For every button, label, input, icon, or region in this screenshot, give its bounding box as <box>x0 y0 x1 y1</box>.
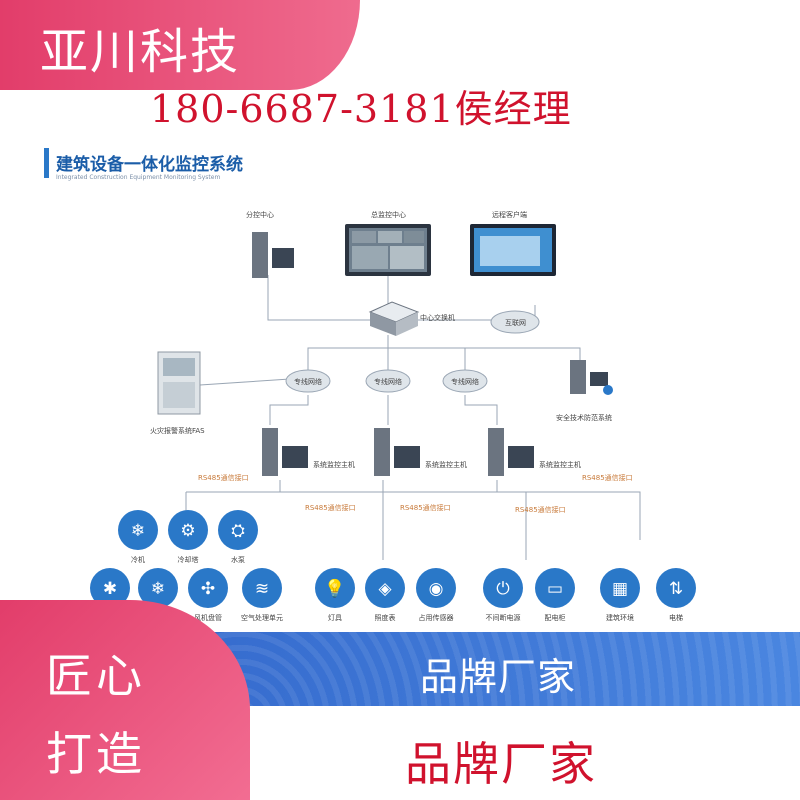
rs485-label-2: RS485通信接口 <box>305 503 356 512</box>
device-label: 灯具 <box>328 613 342 622</box>
device-7: 💡 灯具 <box>315 568 355 622</box>
internet-cloud: 互联网 <box>490 310 540 334</box>
monitor-icon <box>272 248 294 268</box>
svg-text:专线网络: 专线网络 <box>374 377 402 386</box>
dedicated-network-cloud-2: 专线网络 <box>365 369 411 393</box>
diagram-subtitle: Integrated Construction Equipment Monito… <box>56 174 221 181</box>
tower-icon <box>252 232 268 278</box>
security-node: 安全技术防范系统 <box>556 360 613 422</box>
device-icon <box>168 510 208 550</box>
device-label: 占用传感器 <box>419 613 454 622</box>
craft-badge <box>0 600 250 800</box>
device-icon <box>90 568 130 608</box>
main-center-node: 总监控中心 <box>345 210 431 276</box>
device-glyph: ✱ <box>103 579 117 599</box>
device-label: 配电柜 <box>545 613 566 622</box>
device-icon <box>188 568 228 608</box>
device-label: 电梯 <box>669 613 683 622</box>
device-8: ◈ 照度表 <box>365 568 405 622</box>
device-glyph: ❄ <box>151 579 165 599</box>
device-label: 建筑环境 <box>606 613 634 622</box>
badge-line-1: 匠心 <box>46 649 146 703</box>
contact-phone[interactable]: 180-6687-3181侯经理 <box>150 87 572 131</box>
device-icon <box>535 568 575 608</box>
brand-lower: 品牌厂家 <box>405 737 597 791</box>
device-1: ⚙ 冷却塔 <box>168 510 208 564</box>
diagram-title: 建筑设备一体化监控系统 <box>56 155 243 175</box>
rs485-label-1: RS485通信接口 <box>198 473 249 482</box>
device-glyph: ▦ <box>612 579 628 599</box>
device-0: ❄ 冷机 <box>118 510 158 564</box>
device-glyph: 💡 <box>324 578 345 599</box>
device-11: ▭ 配电柜 <box>535 568 575 622</box>
svg-text:系统监控主机: 系统监控主机 <box>313 460 355 469</box>
device-label: 空气处理单元 <box>241 613 283 622</box>
rs485-label-3: RS485通信接口 <box>400 503 451 512</box>
device-icon <box>118 510 158 550</box>
device-glyph: ⇅ <box>669 579 683 599</box>
security-label: 安全技术防范系统 <box>556 413 612 422</box>
device-2: ⛭ 水泵 <box>218 510 258 564</box>
svg-text:专线网络: 专线网络 <box>294 377 322 386</box>
device-icon-grid: ❄冷机⚙冷却塔⛭水泵✱风机❄冷冻✣风机盘管≋空气处理单元💡灯具◈照度表◉占用传感… <box>90 510 696 622</box>
fire-alarm-label: 火灾报警系统FAS <box>150 426 205 435</box>
svg-text:系统监控主机: 系统监控主机 <box>539 460 581 469</box>
device-13: ⇅ 电梯 <box>656 568 696 622</box>
device-label: 风机盘管 <box>194 613 222 622</box>
device-icon <box>416 568 456 608</box>
main-center-label: 总监控中心 <box>371 210 406 219</box>
device-icon <box>483 568 523 608</box>
device-label: 冷机 <box>131 555 145 564</box>
device-icon <box>315 568 355 608</box>
branch-center-node: 分控中心 <box>246 210 294 278</box>
device-icon <box>365 568 405 608</box>
device-icon <box>138 568 178 608</box>
device-icon <box>218 510 258 550</box>
device-label: 不间断电源 <box>486 613 521 622</box>
device-glyph: ⛭ <box>231 521 245 541</box>
device-glyph: ≋ <box>255 579 269 599</box>
internet-label: 互联网 <box>505 318 526 327</box>
device-icon <box>600 568 640 608</box>
badge-line-2: 打造 <box>46 727 146 781</box>
device-glyph: ▭ <box>547 579 563 599</box>
device-icon <box>242 568 282 608</box>
rs485-label-5: RS485通信接口 <box>582 473 633 482</box>
device-label: 水泵 <box>231 555 245 564</box>
svg-text:专线网络: 专线网络 <box>451 377 479 386</box>
device-glyph: ❄ <box>131 521 145 541</box>
device-6: ≋ 空气处理单元 <box>241 568 283 622</box>
system-host-2: 系统监控主机 <box>374 428 467 476</box>
company-banner <box>0 0 360 90</box>
system-host-3: 系统监控主机 <box>488 428 581 476</box>
title-accent-bar <box>44 148 49 178</box>
device-12: ▦ 建筑环境 <box>600 568 640 622</box>
device-label: 照度表 <box>375 613 396 622</box>
core-switch-label: 中心交换机 <box>420 313 455 322</box>
device-5: ✣ 风机盘管 <box>188 568 228 622</box>
svg-text:系统监控主机: 系统监控主机 <box>425 460 467 469</box>
rs485-label-4: RS485通信接口 <box>515 505 566 514</box>
branch-center-label: 分控中心 <box>246 210 274 219</box>
remote-client-label: 远程客户端 <box>492 210 527 219</box>
company-name: 亚川科技 <box>40 24 241 80</box>
system-host-1: 系统监控主机 <box>262 428 355 476</box>
device-glyph: ✣ <box>201 579 215 599</box>
core-switch-node: 中心交换机 <box>368 301 455 336</box>
device-10: ⏻ 不间断电源 <box>483 568 523 622</box>
remote-client-node: 远程客户端 <box>470 210 556 276</box>
device-icon <box>656 568 696 608</box>
brand-upper: 品牌厂家 <box>420 655 577 699</box>
dedicated-network-cloud-1: 专线网络 <box>285 369 331 393</box>
device-9: ◉ 占用传感器 <box>416 568 456 622</box>
device-glyph: ◈ <box>378 579 392 599</box>
fire-alarm-node: 火灾报警系统FAS <box>150 351 205 435</box>
device-glyph: ◉ <box>429 579 444 599</box>
device-glyph: ⏻ <box>496 579 510 599</box>
dedicated-network-cloud-3: 专线网络 <box>442 369 488 393</box>
device-label: 冷却塔 <box>178 555 199 564</box>
device-glyph: ⚙ <box>180 521 195 541</box>
